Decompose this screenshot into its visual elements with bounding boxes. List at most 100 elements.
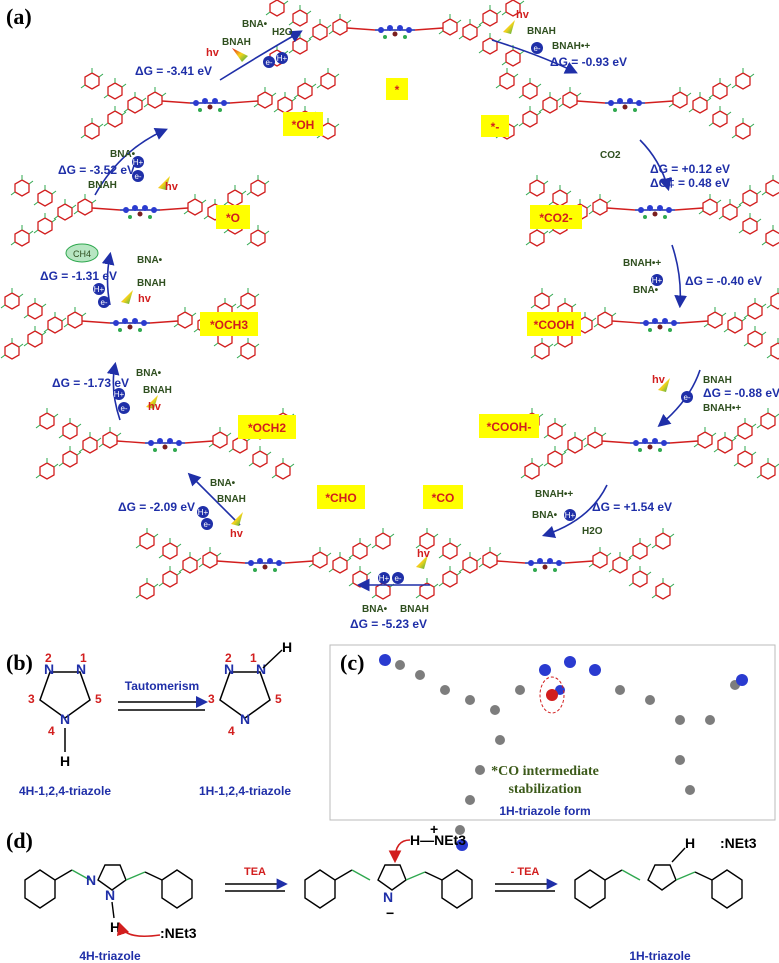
step11-hv: hv <box>206 47 220 59</box>
hv-icon <box>158 176 170 190</box>
svg-text:CH4: CH4 <box>73 249 91 259</box>
molecule-cooh-minus <box>521 408 779 479</box>
svg-text:H+: H+ <box>94 285 105 294</box>
energy-step2-barrier: ΔG‡ = 0.48 eV <box>650 176 730 190</box>
svg-text:e-: e- <box>134 172 141 181</box>
proton-icon <box>197 506 209 518</box>
svg-text:H+: H+ <box>198 508 209 517</box>
label-co: *CO <box>423 485 463 509</box>
tautomerism-label: Tautomerism <box>125 679 199 693</box>
electron-icon <box>132 170 144 182</box>
tea-label: TEA <box>244 866 266 878</box>
step9-hv: hv <box>138 293 152 305</box>
svg-text:e-: e- <box>533 44 540 53</box>
step6-hv: hv <box>417 548 431 560</box>
energy-step4: ΔG = -0.88 eV <box>703 386 779 400</box>
proton-abstraction-arrow <box>116 921 161 938</box>
triazole-form-label: 1H-triazole form <box>499 804 590 818</box>
svg-text:*COOH-: *COOH- <box>487 420 532 434</box>
svg-text:2: 2 <box>225 651 232 665</box>
hv-icon <box>658 378 670 392</box>
step10-hv: hv <box>165 181 179 193</box>
step6-bnah: BNAH <box>400 604 429 615</box>
svg-text:e-: e- <box>120 404 127 413</box>
hv-icon <box>121 290 133 304</box>
svg-text:N: N <box>105 887 115 903</box>
svg-text:N: N <box>383 889 393 905</box>
svg-text:N: N <box>86 872 96 888</box>
label-cooh-minus: *COOH- <box>479 414 539 438</box>
svg-text:2: 2 <box>45 651 52 665</box>
triazole-1h-name: 1H-1,2,4-triazole <box>199 784 291 798</box>
triazole-1h-structure: N N N H 2 1 3 5 4 <box>208 639 292 738</box>
hv-icon <box>146 395 158 409</box>
proton-icon <box>276 52 288 64</box>
svg-text:N: N <box>240 711 250 727</box>
energy-step1: ΔG = -0.93 eV <box>550 55 627 69</box>
energy-step6: ΔG = -5.23 eV <box>350 617 427 631</box>
label-och2: *OCH2 <box>238 415 296 439</box>
plus-charge: + <box>430 821 438 837</box>
step9-bna: BNA• <box>137 255 163 266</box>
step4-arrow <box>657 369 701 428</box>
molecular-model-3d <box>329 644 776 851</box>
svg-text:*OCH3: *OCH3 <box>210 318 248 332</box>
triazole-4h-reaction-structure: N N H <box>24 864 193 935</box>
net3-right: :NEt3 <box>720 835 757 851</box>
svg-text:H: H <box>110 919 120 935</box>
electron-push-arrow <box>388 839 411 864</box>
proton-icon <box>113 388 125 400</box>
svg-text:e-: e- <box>265 58 272 67</box>
electron-icon <box>98 296 110 308</box>
energy-step8: ΔG = -1.73 eV <box>52 376 129 390</box>
label-o: *O <box>216 205 250 229</box>
step8-bna: BNA• <box>136 368 162 379</box>
step5-arrow <box>541 484 608 539</box>
molecule-star-minus <box>496 68 754 139</box>
step5-bnah-plus: BNAH•+ <box>535 489 573 500</box>
svg-text:*CO: *CO <box>432 491 455 505</box>
step4-hv: hv <box>652 374 666 386</box>
svg-text:*COOH: *COOH <box>534 318 575 332</box>
svg-text:H+: H+ <box>133 158 144 167</box>
step10-bna: BNA• <box>110 149 136 160</box>
step11-arrow <box>219 30 303 81</box>
step8-bnah: BNAH <box>143 385 172 396</box>
svg-text:3: 3 <box>208 692 215 706</box>
svg-text:e-: e- <box>203 520 210 529</box>
proton-icon <box>93 283 105 295</box>
co-caption-line1: *CO intermediate <box>491 764 599 779</box>
svg-text:*-: *- <box>491 120 500 134</box>
molecule-cho <box>136 528 394 599</box>
energy-step5: ΔG = +1.54 eV <box>592 500 672 514</box>
proton-icon <box>651 274 663 286</box>
step7-hv: hv <box>230 528 244 540</box>
svg-text:H+: H+ <box>277 54 288 63</box>
step9-bnah: BNAH <box>137 278 166 289</box>
energy-step7: ΔG = -2.09 eV <box>118 500 195 514</box>
electron-icon <box>201 518 213 530</box>
svg-text:e-: e- <box>394 574 401 583</box>
panel-a-label: (a) <box>6 4 32 29</box>
energy-step3: ΔG = -0.40 eV <box>685 274 762 288</box>
svg-text:H+: H+ <box>565 511 576 520</box>
label-oh: *OH <box>283 112 323 136</box>
electron-icon <box>392 572 404 584</box>
label-och3: *OCH3 <box>200 312 258 336</box>
triazole-anion-structure: N − <box>304 864 473 921</box>
label-cho: *CHO <box>317 485 365 509</box>
svg-text:*OCH2: *OCH2 <box>248 421 286 435</box>
triazole-4h-structure: N N N H 2 1 3 5 4 <box>28 651 102 769</box>
svg-text:H: H <box>282 639 292 655</box>
step10-bnah: BNAH <box>88 180 117 191</box>
svg-text:H+: H+ <box>379 574 390 583</box>
electron-icon <box>118 402 130 414</box>
hv-icon <box>416 555 428 569</box>
svg-text:3: 3 <box>28 692 35 706</box>
step10-arrow <box>94 128 168 196</box>
step2-arrow <box>639 139 672 192</box>
proton-icon <box>378 572 390 584</box>
hv-icon <box>232 48 248 62</box>
step7-bna: BNA• <box>210 478 236 489</box>
step3-bna: BNA• <box>633 285 659 296</box>
